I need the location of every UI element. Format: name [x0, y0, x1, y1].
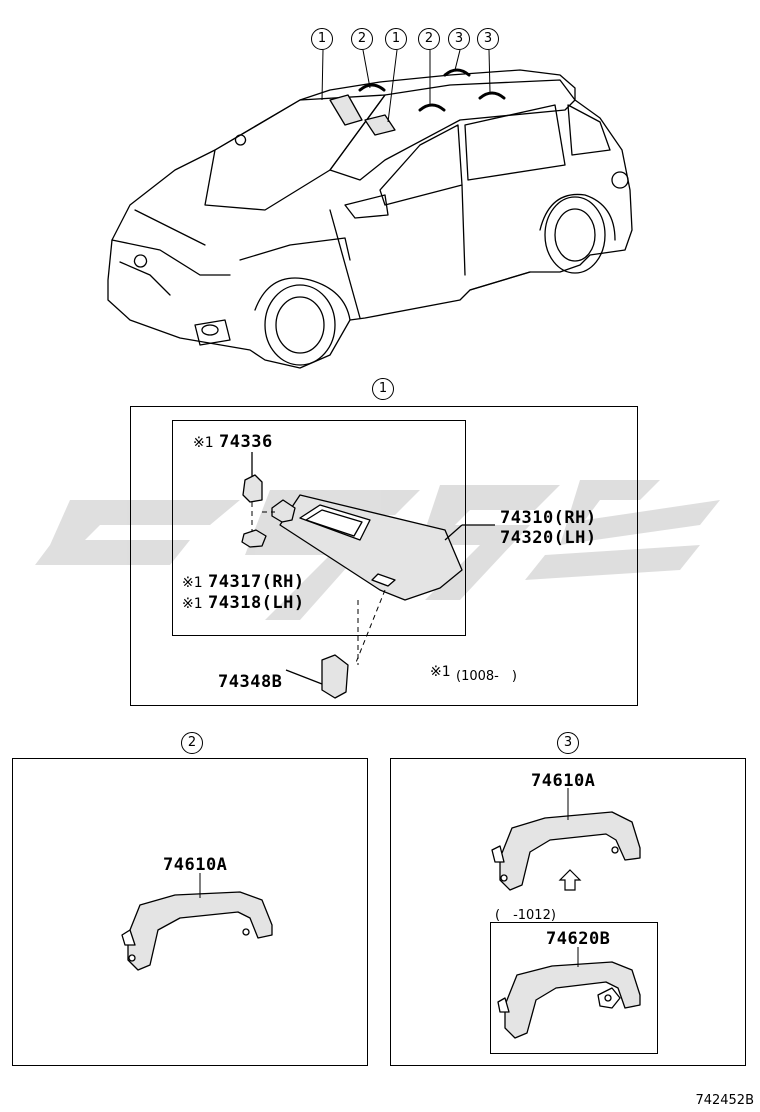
- section-2-box: [12, 758, 368, 1066]
- sun-visor-drawing: [241, 452, 495, 699]
- date-range-1012: ( -1012): [495, 908, 556, 923]
- part-74310-rh[interactable]: 74310(RH): [500, 508, 597, 528]
- part-74348b[interactable]: 74348B: [218, 672, 283, 692]
- callout-leaders: [321, 49, 491, 123]
- section-1-inner-box: [172, 420, 466, 636]
- assist-grip-drawing-section3-bottom: [497, 961, 641, 1039]
- section3-leaders: [567, 788, 579, 967]
- callout-top-3: 1: [385, 28, 407, 50]
- mark-74318: ※1: [182, 596, 203, 612]
- figure-id: 742452B: [695, 1093, 754, 1108]
- visor-dashed-lines: [251, 502, 386, 666]
- part-74336[interactable]: 74336: [219, 432, 273, 452]
- car-illustration: [107, 68, 633, 369]
- arrow-up: [558, 869, 582, 891]
- part-74317-rh[interactable]: 74317(RH): [208, 572, 305, 592]
- callout-top-1: 1: [311, 28, 333, 50]
- callout-section-3: 3: [557, 732, 579, 754]
- callout-section-1: 1: [372, 378, 394, 400]
- part-74610a-section3[interactable]: 74610A: [531, 771, 596, 791]
- part-74320-lh[interactable]: 74320(LH): [500, 528, 597, 548]
- callout-top-5: 3: [448, 28, 470, 50]
- part-74610a-section2[interactable]: 74610A: [163, 855, 228, 875]
- part-74318-lh[interactable]: 74318(LH): [208, 593, 305, 613]
- date-range-1008: (1008- ): [456, 669, 517, 684]
- callout-top-4: 2: [418, 28, 440, 50]
- mark-74317: ※1: [182, 575, 203, 591]
- section-1-box: [130, 406, 638, 706]
- callout-top-6: 3: [477, 28, 499, 50]
- mark-date-note-1: ※1: [430, 664, 451, 680]
- part-74620b[interactable]: 74620B: [546, 929, 611, 949]
- assist-grip-drawing-section2: [121, 891, 273, 971]
- callout-top-2: 2: [351, 28, 373, 50]
- callout-section-2: 2: [181, 732, 203, 754]
- section-3-box: [390, 758, 746, 1066]
- mark-74336: ※1: [193, 435, 214, 451]
- assist-grip-drawing-section3-top: [491, 811, 641, 891]
- section-3-inner-box: [490, 922, 658, 1054]
